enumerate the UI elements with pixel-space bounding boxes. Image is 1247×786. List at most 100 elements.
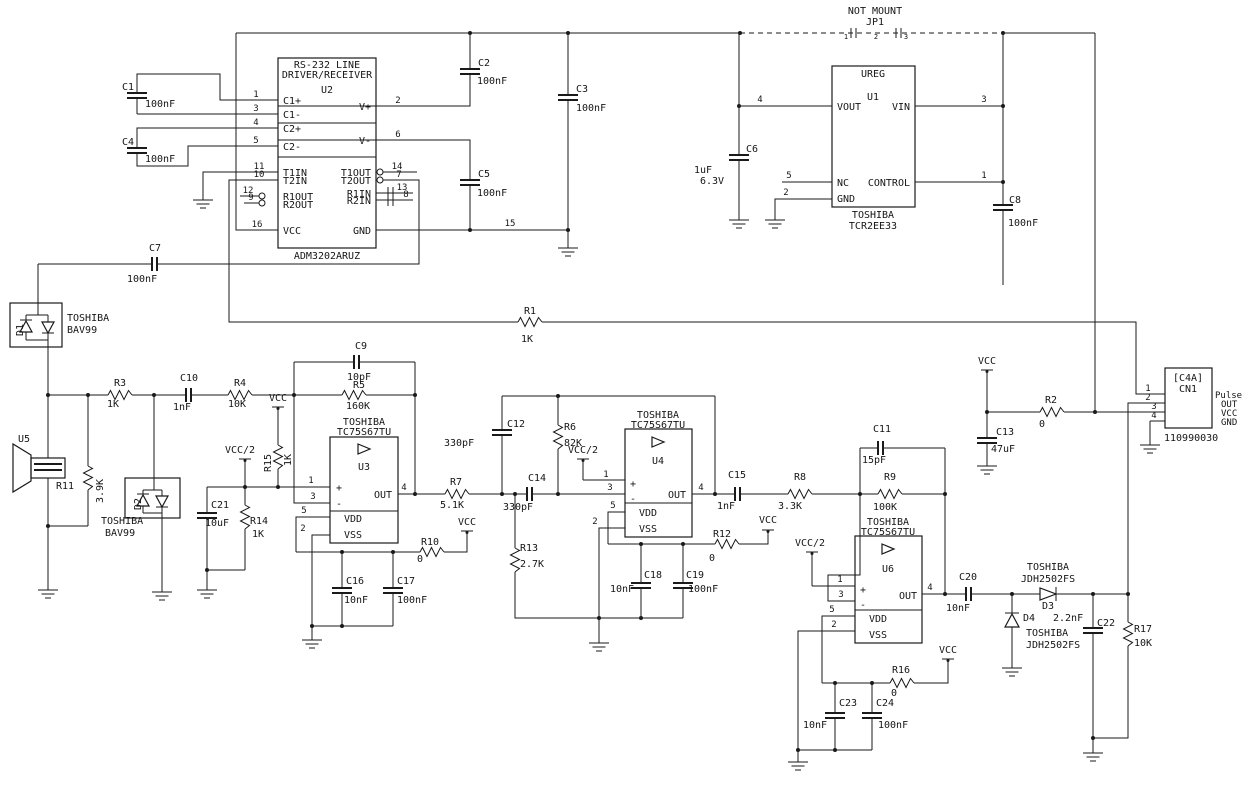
d2-body xyxy=(124,477,181,519)
u2-body xyxy=(277,57,377,249)
u2-pin-number: 9 xyxy=(248,193,253,203)
wire-c1 xyxy=(136,73,278,115)
resistor-r7 xyxy=(444,489,470,499)
u2-pin-number: 6 xyxy=(395,130,400,140)
c12-value: 330pF xyxy=(444,438,474,449)
u2-pin-label: T1OUT xyxy=(341,168,371,179)
u1-pin-number: 1 xyxy=(981,171,986,181)
r13-value: 2.7K xyxy=(520,559,544,570)
wire-d2 xyxy=(153,395,163,592)
vcc-label: VCC xyxy=(939,645,957,656)
u2-pin-number: 3 xyxy=(253,104,258,114)
c14-ref: C14 xyxy=(528,473,546,484)
u6-part: TC75S67TU xyxy=(861,527,915,538)
ground-symbol xyxy=(764,219,786,229)
u2-pin-label: V+ xyxy=(359,102,371,113)
c1-value: 100nF xyxy=(145,99,175,110)
cap-c10 xyxy=(185,387,192,403)
u6-pin-number: 5 xyxy=(829,605,834,615)
c10-ref: C10 xyxy=(180,373,198,384)
ground-symbol xyxy=(588,642,610,652)
u3-plus: + xyxy=(336,483,342,494)
c16-value: 10nF xyxy=(344,595,368,606)
cap-c12 xyxy=(491,429,513,436)
c21-value: 10uF xyxy=(205,518,229,529)
resistor-r16 xyxy=(889,678,915,688)
resistor-r5 xyxy=(341,390,367,400)
cap-c3 xyxy=(557,94,579,101)
wire-t1in-gnd xyxy=(202,171,278,200)
cap-c23 xyxy=(824,712,846,719)
jp1-note: NOT MOUNT xyxy=(848,6,902,17)
u5-speaker xyxy=(12,442,66,494)
c2-value: 100nF xyxy=(477,76,507,87)
r12-ref: R12 xyxy=(713,529,731,540)
u6-pin-number: 3 xyxy=(838,590,843,600)
resistor-r14 xyxy=(240,504,250,530)
u1-vout-label: VOUT xyxy=(837,102,861,113)
u6-pin-number: 4 xyxy=(927,583,932,593)
u6-vss-label: VSS xyxy=(869,630,887,641)
wire-u6-feedback xyxy=(827,447,946,602)
u3-opamp xyxy=(329,436,399,544)
c8-ref: C8 xyxy=(1009,195,1021,206)
c2-ref: C2 xyxy=(478,58,490,69)
u1-vin-label: VIN xyxy=(892,102,910,113)
c23-value: 10nF xyxy=(803,720,827,731)
r8-ref: R8 xyxy=(794,472,806,483)
vcc-flag xyxy=(460,530,474,535)
c20-ref: C20 xyxy=(959,572,977,583)
u2-ref: U2 xyxy=(321,85,333,96)
vcc-label: VCC xyxy=(458,517,476,528)
u4-pin-number: 2 xyxy=(592,517,597,527)
jp1-pin1: 1 xyxy=(844,33,848,41)
c6-value: 1uF xyxy=(694,165,712,176)
r10-value: 0 xyxy=(417,554,423,565)
resistor-r1 xyxy=(517,317,543,327)
wire-u6-pin1 xyxy=(811,552,855,587)
c18-ref: C18 xyxy=(644,570,662,581)
u2-pin-number: 12 xyxy=(243,186,254,196)
c4-value: 100nF xyxy=(145,154,175,165)
r14-value: 1K xyxy=(252,529,264,540)
ground-symbol xyxy=(192,199,214,209)
cap-c4 xyxy=(126,147,148,154)
u6-body xyxy=(854,535,923,644)
u6-maker: TOSHIBA xyxy=(867,517,909,528)
cap-c9 xyxy=(353,354,360,370)
junction-dots xyxy=(46,31,1130,752)
u3-maker: TOSHIBA xyxy=(343,417,385,428)
opamp-triangle-icon xyxy=(651,436,665,448)
cap-c24 xyxy=(861,712,883,719)
resistor-r8 xyxy=(787,489,813,499)
wire-vcc2-divider xyxy=(206,407,330,590)
vcc2-flag xyxy=(238,458,252,463)
cap-c15 xyxy=(734,486,741,502)
r2-ref: R2 xyxy=(1045,395,1057,406)
c9-value: 10pF xyxy=(347,372,371,383)
vcc-flag xyxy=(980,369,994,374)
u4-minus: - xyxy=(630,494,636,505)
c23-ref: C23 xyxy=(839,698,857,709)
cn1-pin-number: 4 xyxy=(1151,411,1156,421)
u2-pin-number: 5 xyxy=(253,136,258,146)
u1-title: UREG xyxy=(861,69,885,80)
u4-body xyxy=(624,428,693,538)
opamp-triangle-icon xyxy=(881,543,895,555)
cn1-ref: CN1 xyxy=(1179,384,1197,395)
pin-circle xyxy=(258,192,266,200)
c24-ref: C24 xyxy=(876,698,894,709)
jp1-pin3: 3 xyxy=(904,33,908,41)
resistor-symbols xyxy=(83,317,1133,688)
pin-circle xyxy=(376,176,384,184)
ground-symbols xyxy=(37,199,1161,771)
ground-symbol xyxy=(1082,752,1104,762)
r16-ref: R16 xyxy=(892,665,910,676)
u6-minus: - xyxy=(860,600,866,611)
cap-c14 xyxy=(526,486,533,502)
u3-minus: - xyxy=(336,499,342,510)
d1-maker: TOSHIBA xyxy=(67,313,109,324)
cap-c1 xyxy=(126,92,148,99)
c14-value: 330pF xyxy=(503,502,533,513)
